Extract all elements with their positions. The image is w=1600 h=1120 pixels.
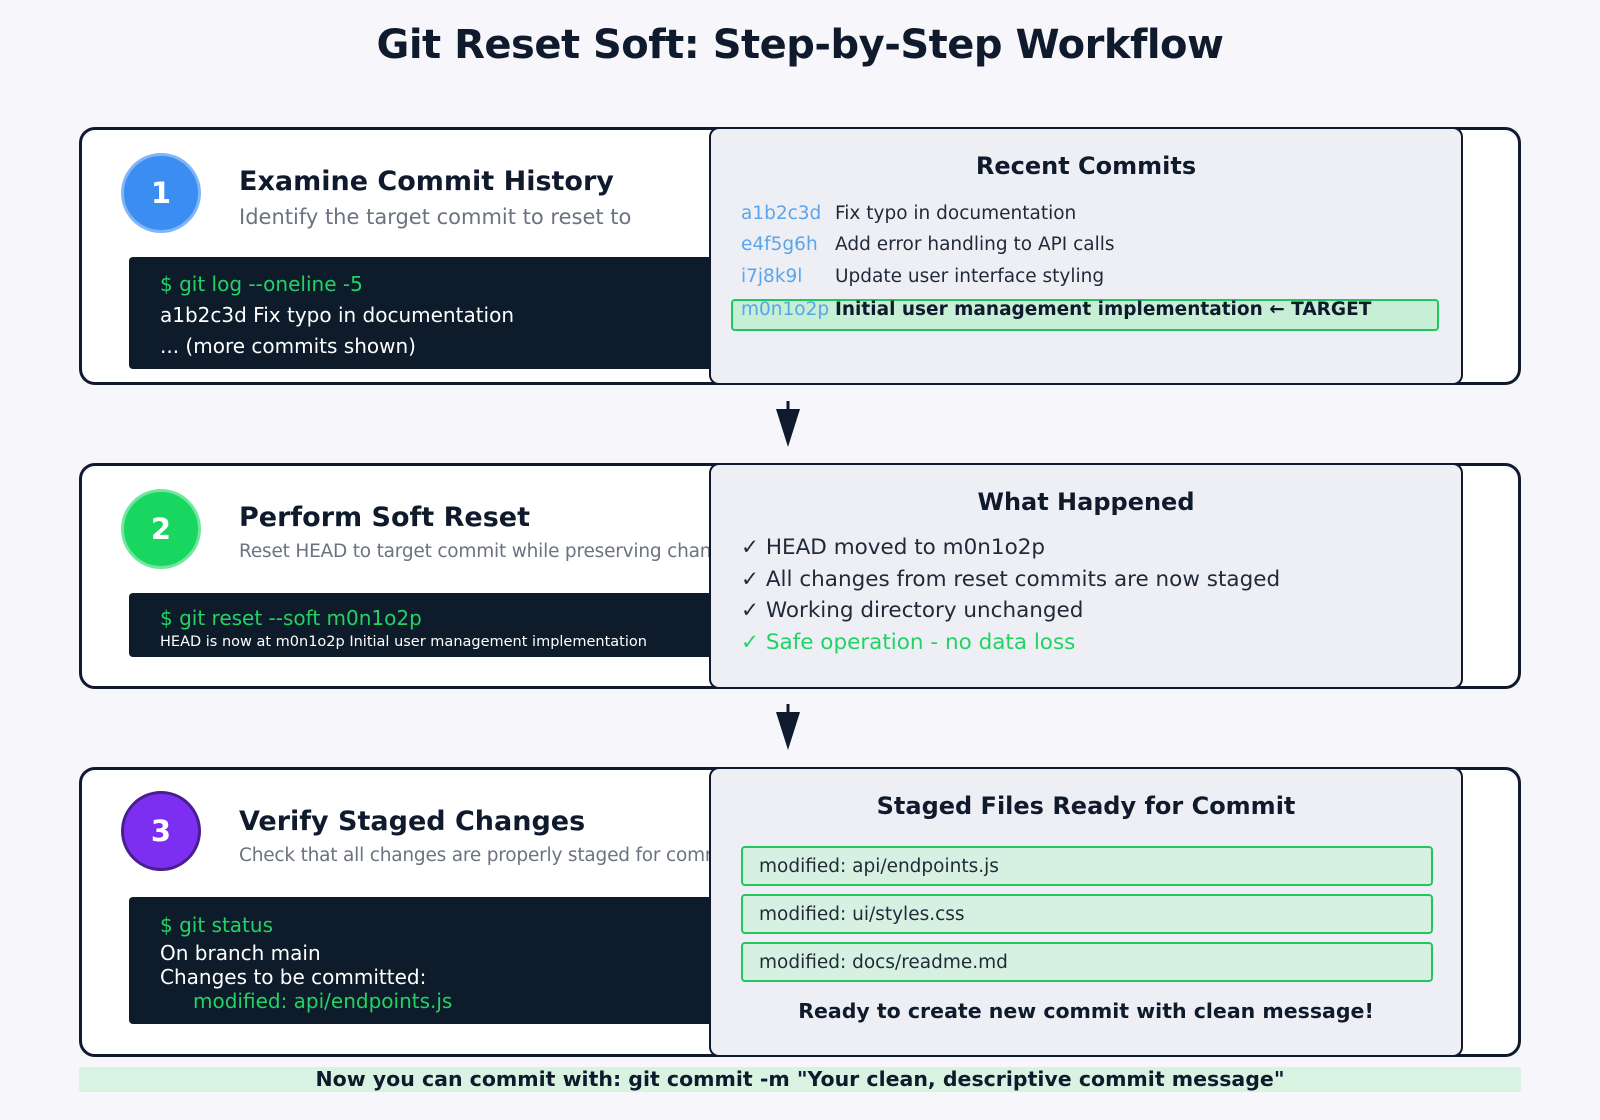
staged-files-panel: Staged Files Ready for Commit modified: … [709, 767, 1463, 1057]
page-title: Git Reset Soft: Step-by-Step Workflow [376, 22, 1224, 68]
terminal-command: $ git reset --soft m0n1o2p [160, 606, 422, 630]
panel-title: Staged Files Ready for Commit [876, 792, 1296, 820]
down-arrow-icon [776, 401, 800, 447]
step-subtitle: Check that all changes are properly stag… [239, 845, 735, 866]
footer-tip: Now you can commit with: git commit -m "… [79, 1067, 1521, 1092]
commit-message: Initial user management implementation ←… [835, 299, 1372, 320]
terminal-output-line: ... (more commits shown) [160, 334, 416, 358]
recent-commits-panel: Recent Commits a1b2c3d Fix typo in docum… [709, 127, 1463, 385]
terminal-command: $ git status [160, 913, 273, 937]
staged-file-item: modified: docs/readme.md [741, 942, 1433, 982]
step-subtitle: Reset HEAD to target commit while preser… [239, 541, 744, 562]
step-number-badge: 1 [121, 153, 201, 233]
step-card-1: 1 Examine Commit History Identify the ta… [79, 127, 1521, 385]
result-item: ✓ Working directory unchanged [741, 598, 1084, 623]
terminal-output-line: On branch main [160, 941, 321, 965]
step-number-badge: 3 [121, 791, 201, 871]
step-number-badge: 2 [121, 489, 201, 569]
staged-file-item: modified: ui/styles.css [741, 894, 1433, 934]
target-commit-row: m0n1o2p Initial user management implemen… [731, 299, 1439, 331]
panel-title: Recent Commits [975, 152, 1197, 180]
step-card-3: 3 Verify Staged Changes Check that all c… [79, 767, 1521, 1057]
step-subtitle: Identify the target commit to reset to [239, 205, 632, 229]
terminal-output-line: Changes to be committed: [160, 965, 427, 989]
terminal-block: $ git reset --soft m0n1o2p HEAD is now a… [129, 593, 729, 657]
ready-note: Ready to create new commit with clean me… [798, 999, 1374, 1023]
commit-hash: e4f5g6h [741, 234, 818, 255]
commit-message: Fix typo in documentation [835, 203, 1077, 224]
result-item-safe: ✓ Safe operation - no data loss [741, 630, 1076, 655]
commit-hash: a1b2c3d [741, 203, 822, 224]
terminal-command: $ git log --oneline -5 [160, 272, 363, 296]
what-happened-panel: What Happened ✓ HEAD moved to m0n1o2p ✓ … [709, 463, 1463, 689]
panel-title: What Happened [977, 488, 1195, 516]
step-title: Verify Staged Changes [239, 806, 586, 837]
step-title: Examine Commit History [239, 166, 614, 197]
terminal-output-modified: modified: api/endpoints.js [193, 989, 453, 1013]
terminal-block: $ git log --oneline -5 a1b2c3d Fix typo … [129, 257, 729, 369]
down-arrow-icon [776, 704, 800, 750]
step-title: Perform Soft Reset [239, 502, 531, 533]
commit-message: Add error handling to API calls [835, 234, 1115, 255]
commit-hash: m0n1o2p [741, 299, 830, 320]
terminal-output-line: a1b2c3d Fix typo in documentation [160, 303, 515, 327]
staged-file-item: modified: api/endpoints.js [741, 846, 1433, 886]
commit-message: Update user interface styling [835, 266, 1105, 287]
step-card-2: 2 Perform Soft Reset Reset HEAD to targe… [79, 463, 1521, 689]
result-item: ✓ HEAD moved to m0n1o2p [741, 535, 1046, 560]
result-item: ✓ All changes from reset commits are now… [741, 567, 1281, 592]
terminal-block: $ git status On branch main Changes to b… [129, 897, 729, 1024]
commit-hash: i7j8k9l [741, 266, 803, 287]
terminal-output-line: HEAD is now at m0n1o2p Initial user mana… [160, 634, 647, 650]
